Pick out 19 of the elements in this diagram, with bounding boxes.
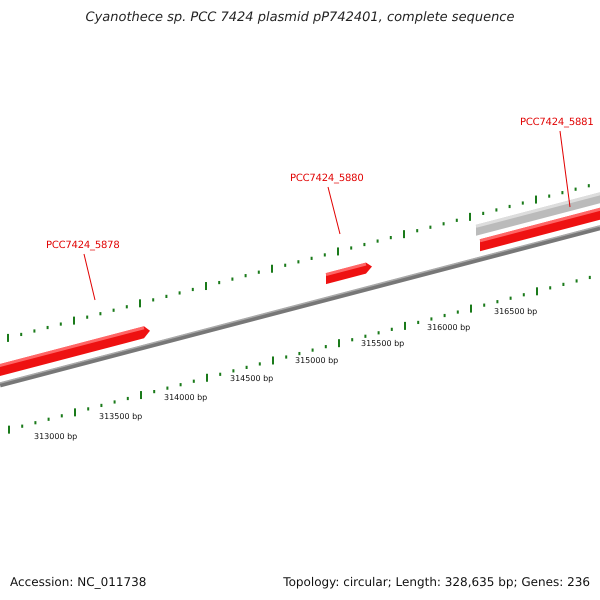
gene-label: PCC7424_5878	[46, 240, 120, 251]
scale-label: 315000 bp	[295, 356, 338, 365]
gene-label: PCC7424_5880	[290, 173, 364, 184]
gene-bar	[480, 206, 600, 252]
title: Cyanothece sp. PCC 7424 plasmid pP742401, complete sequence	[84, 10, 516, 25]
accession-text: Accession: NC_011738	[10, 575, 146, 589]
gene-label: PCC7424_5881	[520, 117, 594, 128]
gene-arrow	[326, 262, 372, 284]
scale-label: 313000 bp	[34, 432, 78, 441]
gene-arrow	[0, 326, 150, 378]
scale-label: 313500 bp	[99, 412, 142, 421]
scale-label: 315500 bp	[361, 339, 404, 348]
scale-label: 314500 bp	[230, 374, 274, 383]
scale-label: 316500 bp	[494, 307, 538, 316]
scale-label: 316000 bp	[427, 323, 470, 332]
leader-line	[560, 130, 570, 208]
summary-text: Topology: circular; Length: 328,635 bp; Genes: 236	[283, 575, 590, 589]
leader-line	[328, 186, 340, 234]
scale-label: 314000 bp	[164, 393, 208, 402]
